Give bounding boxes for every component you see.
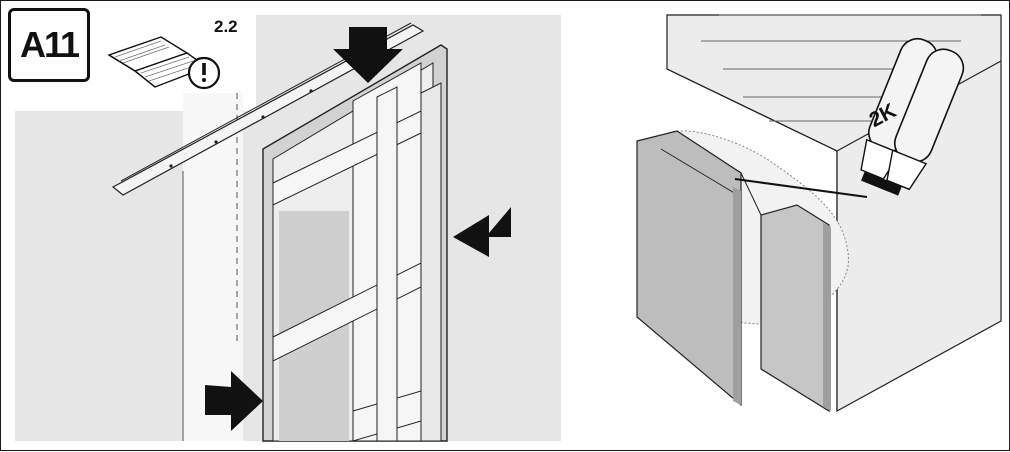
arrow-right-icon [205,371,263,431]
step-label: A11 [8,8,90,82]
manual-reference: 2.2 [214,17,238,36]
arrow-down-icon [333,27,403,83]
door-frame [262,44,448,442]
arrow-left-icon [453,207,511,257]
vertical-post [376,86,398,442]
